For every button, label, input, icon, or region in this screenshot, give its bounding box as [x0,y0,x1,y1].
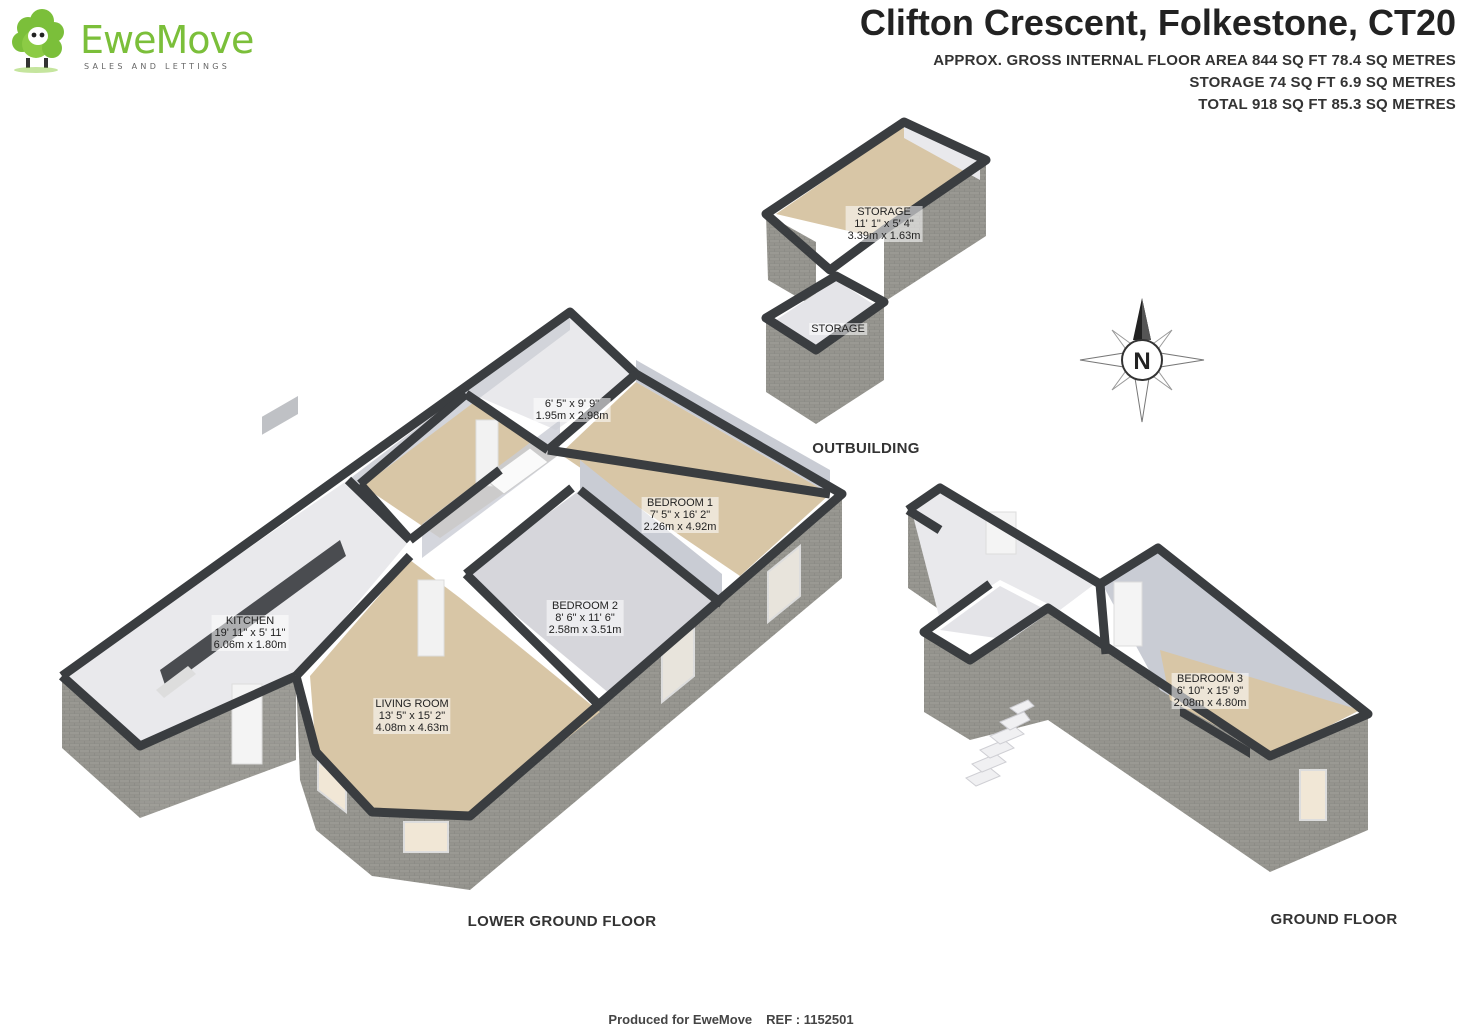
room-label-bedroom-2: BEDROOM 2 8' 6" x 11' 6" 2.58m x 3.51m [546,600,624,636]
outbuilding-plan [761,117,991,424]
room-label-living-room: LIVING ROOM 13' 5" x 15' 2" 4.08m x 4.63… [373,698,451,734]
footer: Produced for EweMove REF : 1152501 [608,1012,853,1027]
floor-label-lower-ground: LOWER GROUND FLOOR [467,913,657,930]
room-label-bedroom-3: BEDROOM 3 6' 10" x 15' 9" 2.08m x 4.80m [1171,673,1249,709]
room-label-bedroom-1: BEDROOM 1 7' 5" x 16' 2" 2.26m x 4.92m [641,497,719,533]
area-line-storage: STORAGE 74 SQ FT 6.9 SQ METRES [1189,74,1456,91]
room-label-storage-2: STORAGE [809,323,867,335]
room-label-storage-1: STORAGE 11' 1" x 5' 4" 3.39m x 1.63m [845,206,923,242]
lower-ground-floor-plan [58,307,847,890]
brand-tagline: SALES AND LETTINGS [84,62,231,71]
floor-label-outbuilding: OUTBUILDING [812,440,920,457]
area-line-total: TOTAL 918 SQ FT 85.3 SQ METRES [1198,96,1456,113]
footer-produced-for: Produced for EweMove [608,1012,753,1027]
compass-north-letter: N [1133,348,1150,375]
floor-label-ground: GROUND FLOOR [1270,911,1398,928]
compass-icon: N [1079,298,1205,423]
room-label-hall: 6' 5" x 9' 9" 1.95m x 2.98m [533,398,611,422]
room-label-kitchen: KITCHEN 19' 11" x 5' 11" 6.06m x 1.80m [211,615,289,651]
footer-reference: REF : 1152501 [766,1012,854,1027]
property-title: Clifton Crescent, Folkestone, CT20 [859,2,1456,43]
sheep-mascot-icon [12,9,64,73]
ground-floor-plan [905,483,1373,872]
brand-name: EweMove [80,18,254,62]
brand-logo: EweMove SALES AND LETTINGS [6,6,254,76]
area-line-internal: APPROX. GROSS INTERNAL FLOOR AREA 844 SQ… [933,52,1456,69]
